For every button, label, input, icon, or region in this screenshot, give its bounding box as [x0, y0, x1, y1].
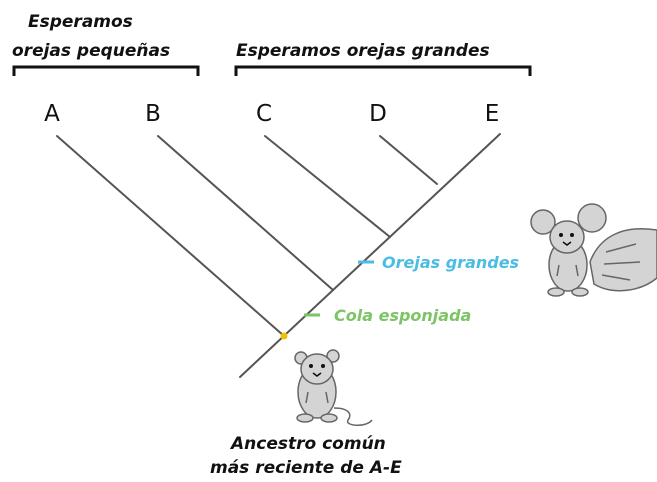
- trait-fluffy-tail-label: Cola esponjada: [334, 306, 471, 325]
- tip-label-a: A: [44, 101, 60, 127]
- bracket-large-ears-line: [234, 65, 532, 76]
- tip-label-c: C: [256, 101, 272, 127]
- bracket-large-ears-label: Esperamos orejas grandes: [236, 41, 490, 61]
- ancestor-node-dot: [280, 332, 288, 340]
- bracket-small-ears-label-1: Esperamos: [28, 12, 133, 32]
- bracket-small-ears: Esperamos orejas pequeñas: [12, 12, 200, 76]
- tip-label-e: E: [485, 101, 500, 127]
- bracket-small-ears-line: [12, 65, 200, 76]
- ancestor-head: [300, 353, 334, 385]
- tip-label-b: B: [145, 101, 161, 127]
- branch-a: [56, 135, 285, 337]
- ancestor-caption-line-2: más reciente de A-E: [210, 458, 402, 478]
- trait-large-ears: Orejas grandes: [358, 253, 519, 272]
- bracket-small-ears-label-2: orejas pequeñas: [12, 41, 170, 61]
- branch-b: [157, 135, 334, 291]
- animal-ear-right: [577, 203, 607, 233]
- ancestor-thin-tail: [333, 407, 373, 426]
- tip-label-d: D: [369, 101, 387, 127]
- trait-large-ears-label: Orejas grandes: [382, 253, 519, 272]
- big-eared-fluffy-tailed-animal-icon: [530, 203, 657, 297]
- branch-c: [264, 135, 391, 238]
- ancestor-animal-icon: [294, 349, 373, 426]
- animal-ear-left: [530, 209, 556, 235]
- animal-head: [549, 220, 585, 254]
- branch-d: [379, 135, 438, 185]
- trait-fluffy-tail: Cola esponjada: [304, 306, 471, 325]
- fluffy-tail: [589, 228, 657, 292]
- ancestor-caption-line-1: Ancestro común: [229, 434, 386, 454]
- ancestor-ear-right: [326, 349, 340, 363]
- bracket-large-ears: Esperamos orejas grandes: [234, 41, 532, 76]
